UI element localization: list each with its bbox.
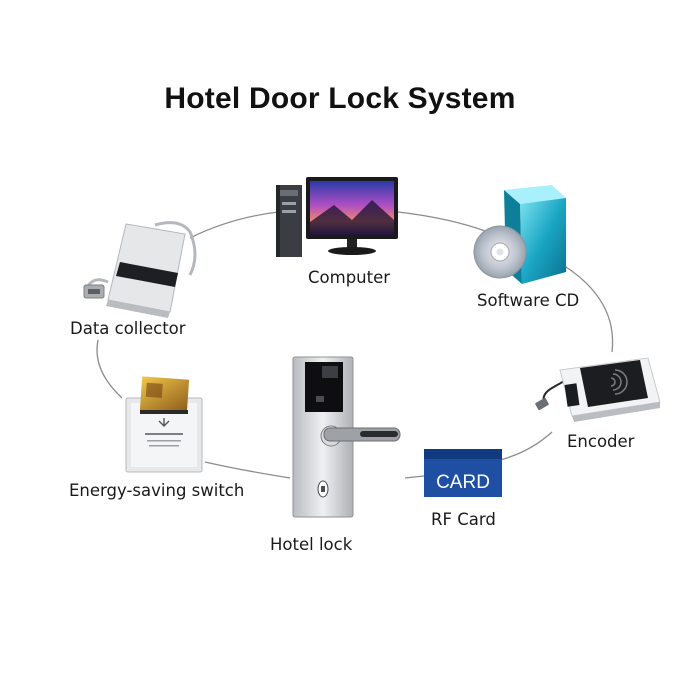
connector-lines <box>96 211 614 479</box>
energy-saving-switch-icon <box>125 376 203 473</box>
rf-card-icon: CARD <box>424 449 502 497</box>
label-energy-saving-switch: Energy-saving switch <box>69 481 245 500</box>
connector-card-lock <box>404 475 425 479</box>
connector-computer-software <box>397 211 489 233</box>
label-rf-card: RF Card <box>431 510 496 529</box>
label-hotel-lock: Hotel lock <box>270 535 353 554</box>
software-cd-icon <box>473 185 566 284</box>
connector-lock-switch <box>204 461 291 479</box>
rf-card-text: CARD <box>436 472 490 493</box>
connector-encoder-card <box>499 431 553 461</box>
label-data-collector: Data collector <box>70 319 186 338</box>
page-title: Hotel Door Lock System <box>164 82 516 115</box>
label-software-cd: Software CD <box>477 291 580 310</box>
label-computer: Computer <box>308 268 391 287</box>
label-encoder: Encoder <box>567 432 635 451</box>
hotel-lock-icon <box>292 356 401 518</box>
data-collector-icon <box>83 221 197 318</box>
encoder-icon <box>535 357 661 422</box>
connector-switch-collector <box>96 339 123 399</box>
connector-collector-computer <box>189 211 279 239</box>
computer-icon <box>276 177 398 257</box>
connector-software-encoder <box>562 264 614 353</box>
